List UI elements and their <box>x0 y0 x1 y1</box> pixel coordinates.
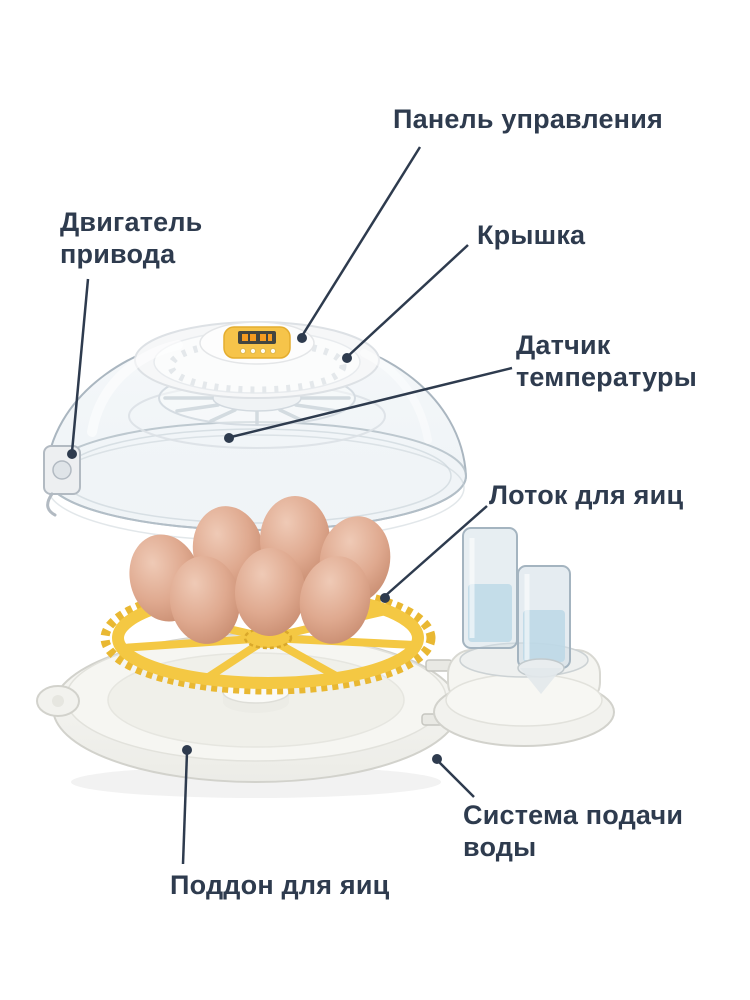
display-digits <box>242 334 272 341</box>
egg <box>169 556 241 644</box>
water-bottle-front <box>517 565 571 669</box>
egg <box>234 548 306 636</box>
dome-highlight-right <box>360 349 432 444</box>
label-lid: Крышка <box>477 220 586 250</box>
eggs <box>129 496 391 644</box>
label-drive-motor: Двигатель привода <box>60 207 203 270</box>
leader-lines <box>67 146 513 865</box>
water-cup-cone <box>520 668 562 694</box>
pan-left-tab-hole <box>52 695 64 707</box>
water-bottle-back <box>462 527 518 649</box>
water-base-mid <box>445 673 603 727</box>
leader-control-panel <box>297 146 422 343</box>
egg <box>299 556 371 644</box>
label-water-supply: Система подачи воды <box>463 800 684 863</box>
motor-shaft <box>52 460 72 480</box>
motor-clip <box>46 492 57 517</box>
label-temperature-sensor: Датчик температуры <box>516 330 697 393</box>
panel-buttons <box>239 347 277 355</box>
label-egg-tray: Лоток для яиц <box>489 480 684 510</box>
leader-egg-pan <box>181 745 192 865</box>
control-panel <box>199 321 315 365</box>
label-control-panel: Панель управления <box>393 104 663 134</box>
leader-lid <box>342 244 469 363</box>
leader-egg-tray <box>380 505 488 603</box>
leader-temperature-sensor <box>224 366 513 443</box>
leader-water-supply <box>432 754 475 798</box>
leader-drive-motor <box>67 278 90 459</box>
dome-highlight-left <box>87 340 183 437</box>
label-egg-pan: Поддон для яиц <box>170 870 390 900</box>
water-system <box>421 527 615 747</box>
